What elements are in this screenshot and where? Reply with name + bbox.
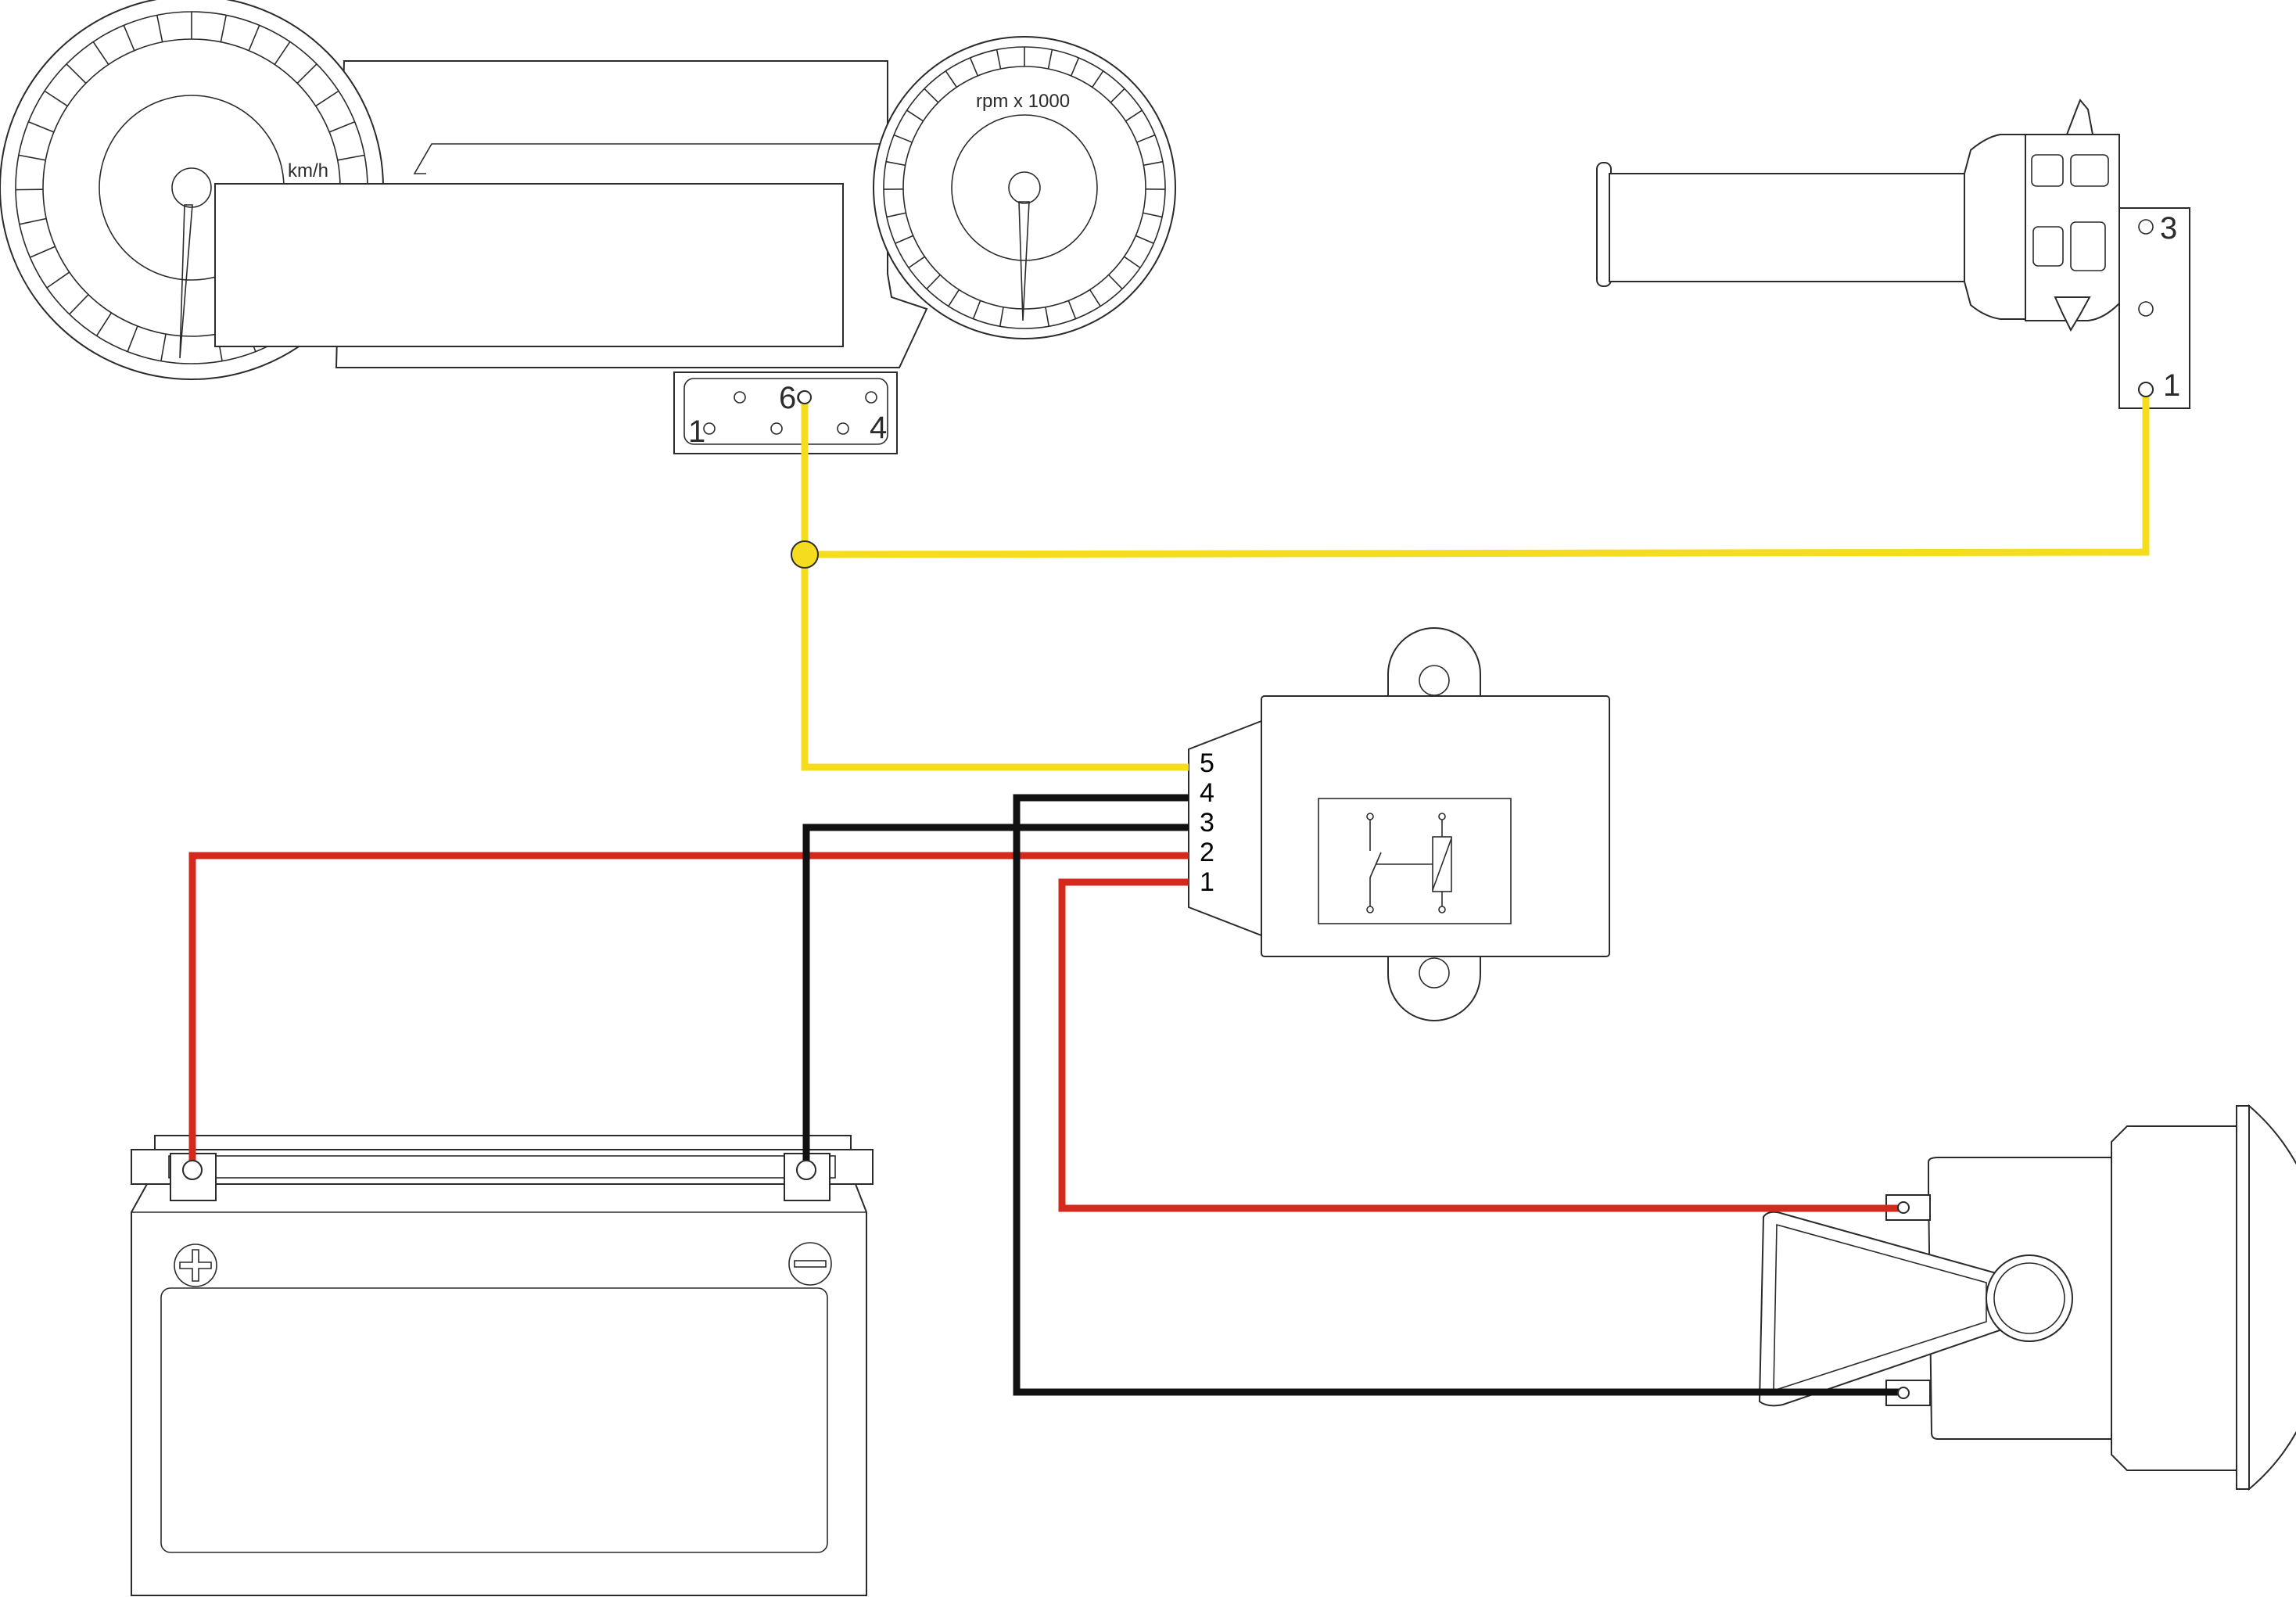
- wire-red-relay-1-to-horn: [1058, 878, 1899, 1212]
- dial-tick: [1135, 235, 1154, 245]
- cluster-pin-6-terminal: [798, 390, 812, 404]
- dial-tick: [19, 217, 47, 225]
- dial-tick: [893, 134, 913, 143]
- wire-black-relay-4-to-horn: [1013, 794, 1899, 1396]
- dial-tick: [248, 25, 260, 51]
- horn-terminal-top: [1897, 1201, 1910, 1214]
- dial-tick: [46, 271, 70, 289]
- dial-tick: [328, 120, 355, 133]
- switch-pin-3-label: 3: [2160, 211, 2177, 246]
- dial-tick: [127, 325, 138, 352]
- cluster-pin-1-label: 1: [688, 415, 705, 449]
- dial-tick: [1143, 160, 1164, 167]
- dial-tick: [908, 256, 925, 269]
- relay-pin-4-label: 4: [1200, 778, 1214, 808]
- dial-tick: [92, 41, 109, 65]
- dial-tick: [1136, 134, 1156, 143]
- cluster-pin-4-label: 4: [870, 411, 887, 445]
- dial-tick: [1070, 57, 1080, 77]
- dial-tick: [1125, 109, 1143, 122]
- instrument-cluster: km/h rpm x 1000 1 6 4: [0, 0, 1176, 454]
- relay-pin-2-label: 2: [1200, 838, 1214, 867]
- relay-pin-5-label: 5: [1200, 748, 1214, 778]
- dial-tick: [1108, 274, 1123, 290]
- horn: [1758, 1104, 2296, 1491]
- battery: [131, 1135, 874, 1596]
- dial-tick: [30, 246, 56, 258]
- dial-tick: [885, 160, 906, 167]
- dial-tick: [315, 90, 339, 107]
- dial-tick: [906, 109, 924, 122]
- dial-tick: [220, 15, 228, 42]
- dial-tick: [69, 294, 89, 315]
- dial-tick: [1143, 212, 1163, 218]
- dial-tick: [945, 70, 957, 88]
- dial-tick: [44, 90, 68, 107]
- dial-tick: [1089, 289, 1101, 307]
- wire-black-battery-minus-to-relay-3: [802, 824, 1189, 1170]
- dial-tick: [95, 312, 113, 336]
- dial-tick: [28, 120, 55, 133]
- wire-red-battery-plus-to-relay-2: [188, 852, 1189, 1170]
- dial-tick: [948, 289, 960, 307]
- dial-tick: [296, 63, 317, 84]
- wire-junction-node: [791, 540, 819, 569]
- battery-plus-terminal: [182, 1160, 203, 1180]
- cluster-display: [214, 183, 844, 347]
- dial-tick: [924, 88, 939, 103]
- dial-tick: [886, 212, 906, 218]
- dial-tick: [996, 49, 1002, 70]
- dial-tick: [895, 235, 913, 245]
- dial-tick: [926, 274, 941, 290]
- relay-pin-3-label: 3: [1200, 808, 1214, 838]
- tachometer: rpm x 1000: [873, 36, 1176, 339]
- plus-icon: [174, 1244, 217, 1287]
- dial-tick: [123, 25, 135, 51]
- battery-minus-terminal: [796, 1160, 816, 1180]
- dial-tick: [1045, 307, 1050, 327]
- wiring: [182, 382, 2154, 1399]
- dial-tick: [972, 300, 981, 319]
- relay-pin-1-label: 1: [1200, 867, 1214, 897]
- cluster-pin-6-label: 6: [779, 381, 796, 415]
- dial-tick: [999, 307, 1004, 327]
- dial-tick: [1092, 70, 1104, 88]
- minus-icon: [788, 1242, 832, 1286]
- dial-tick: [156, 15, 163, 42]
- cluster-connector: 1 6 4: [673, 371, 898, 454]
- dial-tick: [66, 63, 87, 84]
- dial-tick: [1067, 300, 1077, 319]
- dial-tick: [18, 154, 46, 161]
- wire-yellow-switch-to-junction: [804, 396, 2150, 558]
- dial-tick: [1110, 88, 1125, 103]
- dial-tick: [969, 57, 979, 77]
- dial-tick: [1124, 256, 1141, 269]
- dial-tick: [160, 333, 167, 361]
- dial-tick: [274, 41, 291, 65]
- handlebar-horn-switch: 3 1: [1596, 99, 2190, 409]
- switch-pin-1-label: 1: [2163, 368, 2180, 403]
- tachometer-unit-label: rpm x 1000: [976, 91, 1070, 112]
- switch-pin-1-terminal: [2138, 382, 2154, 397]
- dial-tick: [1047, 49, 1053, 70]
- horn-terminal-bottom: [1897, 1387, 1910, 1399]
- wire-yellow-cluster-to-relay: [801, 404, 1189, 771]
- speedometer-unit-label: km/h: [288, 160, 328, 181]
- dial-tick: [337, 154, 365, 161]
- relay-schematic: [1318, 798, 1512, 924]
